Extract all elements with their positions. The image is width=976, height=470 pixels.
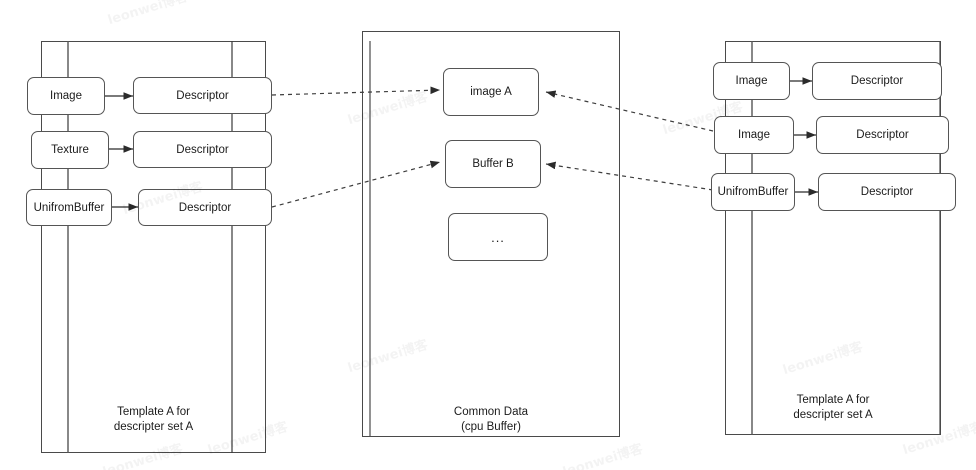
node-label: ... <box>491 229 505 245</box>
panel-middle <box>362 31 620 437</box>
node-left-uniformbuffer[interactable]: UnifromBuffer <box>26 189 112 226</box>
node-left-descriptor-1[interactable]: Descriptor <box>133 77 272 114</box>
node-label: Image <box>735 75 768 87</box>
left-solid-connectors <box>105 92 138 211</box>
node-label: image A <box>470 86 512 98</box>
node-common-image-a[interactable]: image A <box>443 68 539 116</box>
node-label: Descriptor <box>176 143 229 156</box>
node-label: Image <box>738 129 770 141</box>
node-right-uniformbuffer[interactable]: UnifromBuffer <box>711 173 795 211</box>
right-spine <box>751 41 941 435</box>
node-right-descriptor-1[interactable]: Descriptor <box>812 62 942 100</box>
node-left-descriptor-2[interactable]: Descriptor <box>133 131 272 168</box>
node-label: Descriptor <box>178 201 232 214</box>
panel-left-caption: Template A for descripter set A <box>113 406 194 433</box>
panel-right-caption: Template A for descripter set A <box>793 394 873 421</box>
node-label: Texture <box>51 144 89 156</box>
node-label: Descriptor <box>860 186 914 198</box>
node-left-descriptor-3[interactable]: Descriptor <box>138 189 272 226</box>
node-label: UnifromBuffer <box>33 201 105 214</box>
left-to-common-connectors <box>271 86 441 208</box>
panel-middle-caption: Common Data (cpu Buffer) <box>453 406 529 433</box>
panel-left <box>41 41 266 453</box>
node-left-image[interactable]: Image <box>27 77 105 115</box>
node-label: Descriptor <box>856 129 909 141</box>
node-right-descriptor-3[interactable]: Descriptor <box>818 173 956 211</box>
node-label: Descriptor <box>176 89 229 102</box>
node-common-more[interactable]: ... <box>448 213 548 261</box>
node-right-image-1[interactable]: Image <box>713 62 790 100</box>
right-to-common-connectors <box>545 90 714 191</box>
node-common-buffer-b[interactable]: Buffer B <box>445 140 541 188</box>
node-label: Descriptor <box>850 75 904 87</box>
node-right-image-2[interactable]: Image <box>714 116 794 154</box>
node-label: Buffer B <box>472 158 514 170</box>
node-left-texture[interactable]: Texture <box>31 131 109 169</box>
node-right-descriptor-2[interactable]: Descriptor <box>816 116 949 154</box>
right-solid-connectors <box>790 77 818 196</box>
node-label: Image <box>50 90 82 102</box>
node-label: UnifromBuffer <box>717 186 789 198</box>
